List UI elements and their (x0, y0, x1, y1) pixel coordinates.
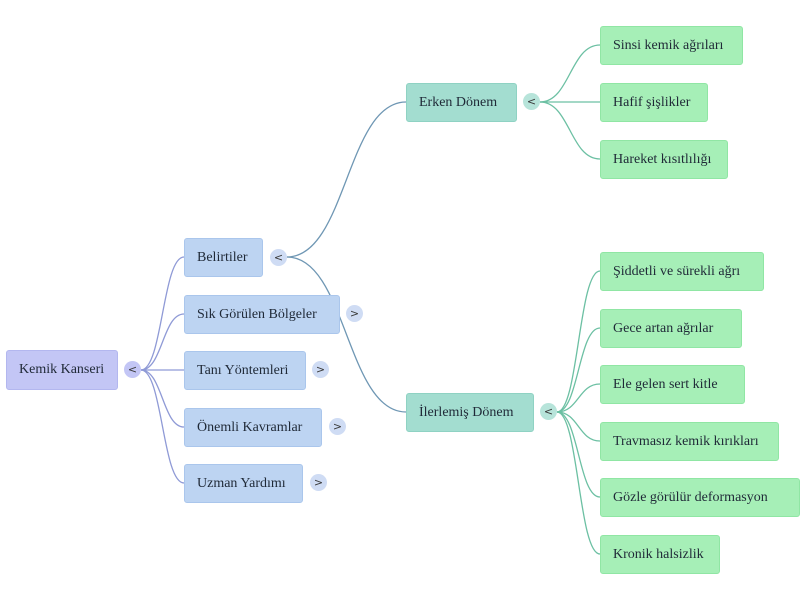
edge-stage-leaf (556, 411, 601, 555)
leaf-travmasiz-kemik-kiriklari[interactable]: Travmasız kemik kırıkları (600, 422, 779, 461)
leaf-hareket-kisitliligi[interactable]: Hareket kısıtlılığı (600, 140, 728, 179)
leaf-gece-artan-agrilar[interactable]: Gece artan ağrılar (600, 309, 742, 348)
leaf-hafif-sislikler[interactable]: Hafif şişlikler (600, 83, 708, 122)
branch-label: Sık Görülen Bölgeler (197, 306, 317, 322)
branch-label: Önemli Kavramlar (197, 419, 303, 435)
leaf-siddetli-ve-surekli-agri[interactable]: Şiddetli ve sürekli ağrı (600, 252, 764, 291)
branch-label: Tanı Yöntemleri (197, 362, 289, 378)
leaf-label: Kronik halsizlik (613, 546, 704, 562)
stage-label: Erken Dönem (419, 94, 498, 110)
leaf-gozle-gorulur-deformasyon[interactable]: Gözle görülür deformasyon (600, 478, 800, 517)
edge-root-branch (140, 369, 185, 484)
branch-uzman-yardimi-toggle[interactable]: > (310, 474, 327, 491)
branch-label: Belirtiler (197, 249, 248, 265)
leaf-label: Gece artan ağrılar (613, 320, 714, 336)
branch-tani-yontemleri-toggle[interactable]: > (312, 361, 329, 378)
branch-sik-gorulen-bolgeler-toggle[interactable]: > (346, 305, 363, 322)
edge-stage-leaf (539, 44, 601, 103)
edge-stage-leaf (556, 383, 601, 413)
leaf-ele-gelen-sert-kitle[interactable]: Ele gelen sert kitle (600, 365, 745, 404)
branch-node-onemli-kavramlar[interactable]: Önemli Kavramlar (184, 408, 322, 447)
branch-node-belirtiler[interactable]: Belirtiler (184, 238, 263, 277)
edge-stage-leaf (556, 411, 601, 442)
branch-node-sik-gorulen-bolgeler[interactable]: Sık Görülen Bölgeler (184, 295, 340, 334)
edge-stage-leaf (556, 327, 601, 413)
edge-branch-stage (286, 256, 407, 413)
root-node-label: Kemik Kanseri (19, 362, 105, 377)
leaf-label: Ele gelen sert kitle (613, 376, 718, 392)
branch-node-tani-yontemleri[interactable]: Tanı Yöntemleri (184, 351, 306, 390)
edge-root-branch (140, 256, 185, 371)
leaf-label: Şiddetli ve sürekli ağrı (613, 263, 741, 279)
leaf-label: Gözle görülür deformasyon (613, 489, 768, 505)
root-collapse-toggle[interactable]: < (124, 361, 141, 378)
root-node-kemik-kanseri[interactable]: Kemik Kanseri (6, 350, 118, 390)
stage-label: İlerlemiş Dönem (419, 404, 514, 420)
edge-root-branch (140, 369, 185, 428)
branch-node-uzman-yardimi[interactable]: Uzman Yardımı (184, 464, 303, 503)
leaf-label: Travmasız kemik kırıkları (613, 433, 759, 449)
leaf-kronik-halsizlik[interactable]: Kronik halsizlik (600, 535, 720, 574)
stage-ilerlemis-donem-toggle[interactable]: < (540, 403, 557, 420)
stage-erken-donem-toggle[interactable]: < (523, 93, 540, 110)
stage-node-erken-donem[interactable]: Erken Dönem (406, 83, 517, 122)
branch-belirtiler-toggle[interactable]: < (270, 249, 287, 266)
leaf-label: Hareket kısıtlılığı (613, 151, 712, 167)
edge-stage-leaf (556, 411, 601, 498)
edge-stage-leaf (556, 270, 601, 413)
branch-onemli-kavramlar-toggle[interactable]: > (329, 418, 346, 435)
leaf-label: Sinsi kemik ağrıları (613, 37, 724, 53)
edge-stage-leaf (539, 101, 601, 160)
branch-label: Uzman Yardımı (197, 475, 286, 491)
stage-node-ilerlemis-donem[interactable]: İlerlemiş Dönem (406, 393, 534, 432)
edge-branch-stage (286, 101, 407, 258)
leaf-label: Hafif şişlikler (613, 94, 691, 110)
leaf-sinsi-kemik-agrilari[interactable]: Sinsi kemik ağrıları (600, 26, 743, 65)
edge-root-branch (140, 313, 185, 371)
